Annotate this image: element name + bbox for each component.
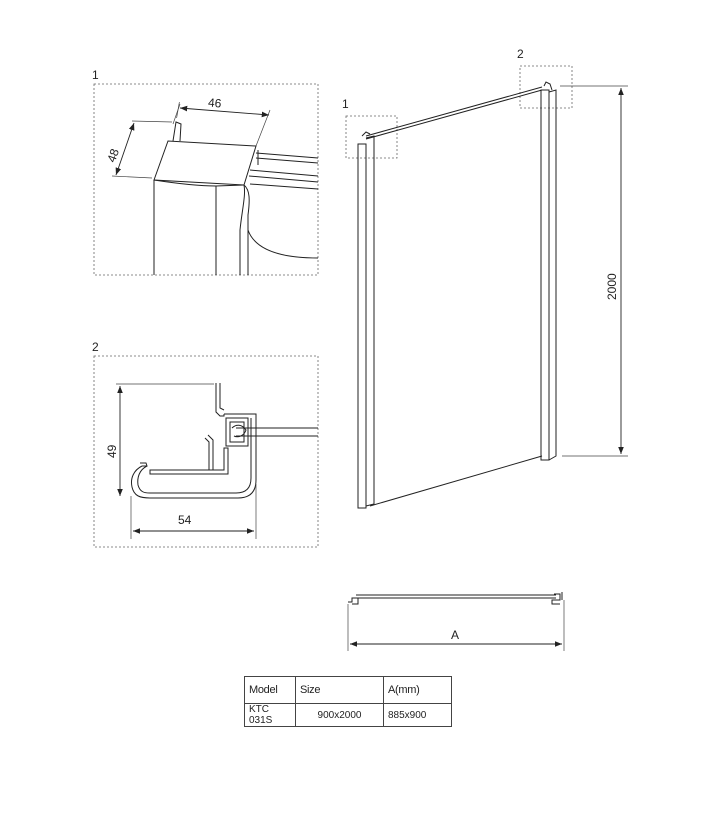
plan-view: A bbox=[347, 592, 565, 651]
header-a-mm: A(mm) bbox=[383, 676, 452, 704]
cell-a-mm: 885x900 bbox=[383, 703, 452, 727]
detail-1-profile bbox=[153, 121, 319, 275]
spec-table: Model Size A(mm) KTC 031S 900x2000 885x9… bbox=[244, 676, 452, 727]
table-row: KTC 031S 900x2000 885x900 bbox=[244, 703, 452, 727]
cell-size: 900x2000 bbox=[295, 703, 384, 727]
dim-46-ext-right bbox=[255, 109, 271, 147]
front-view: 1 2 2000 bbox=[342, 47, 628, 509]
callout-2-label: 2 bbox=[517, 47, 524, 61]
detail-2-profile bbox=[131, 383, 318, 499]
header-size: Size bbox=[295, 676, 384, 704]
plan-panel bbox=[348, 592, 563, 605]
callout-1-box bbox=[345, 115, 398, 159]
detail-1-label: 1 bbox=[92, 68, 99, 82]
dim-48-ext-bottom bbox=[111, 175, 153, 179]
dim-46-text: 46 bbox=[208, 95, 223, 110]
header-model: Model bbox=[244, 676, 296, 704]
cell-model: KTC 031S bbox=[244, 703, 296, 727]
detail-1: 1 46 4 bbox=[92, 68, 319, 276]
detail-2-frame bbox=[93, 355, 319, 548]
detail-1-frame bbox=[93, 83, 319, 276]
detail-2: 2 49 54 bbox=[92, 340, 319, 548]
shower-panel bbox=[357, 81, 557, 509]
callout-2-box bbox=[519, 65, 573, 109]
dim-2000-text: 2000 bbox=[605, 273, 619, 300]
dim-46-line bbox=[179, 105, 270, 118]
detail-2-label: 2 bbox=[92, 340, 99, 354]
dim-46-ext-left2 bbox=[172, 103, 181, 125]
dim-48-line bbox=[115, 122, 135, 176]
callout-1-label: 1 bbox=[342, 97, 349, 111]
dim-48-ext-top bbox=[131, 120, 173, 123]
dim-48-text: 48 bbox=[104, 147, 122, 165]
dim-54-text: 54 bbox=[178, 513, 192, 527]
dim-49-text: 49 bbox=[105, 444, 119, 458]
dim-a-text: A bbox=[451, 628, 459, 642]
spec-table-header-row: Model Size A(mm) bbox=[244, 676, 452, 704]
